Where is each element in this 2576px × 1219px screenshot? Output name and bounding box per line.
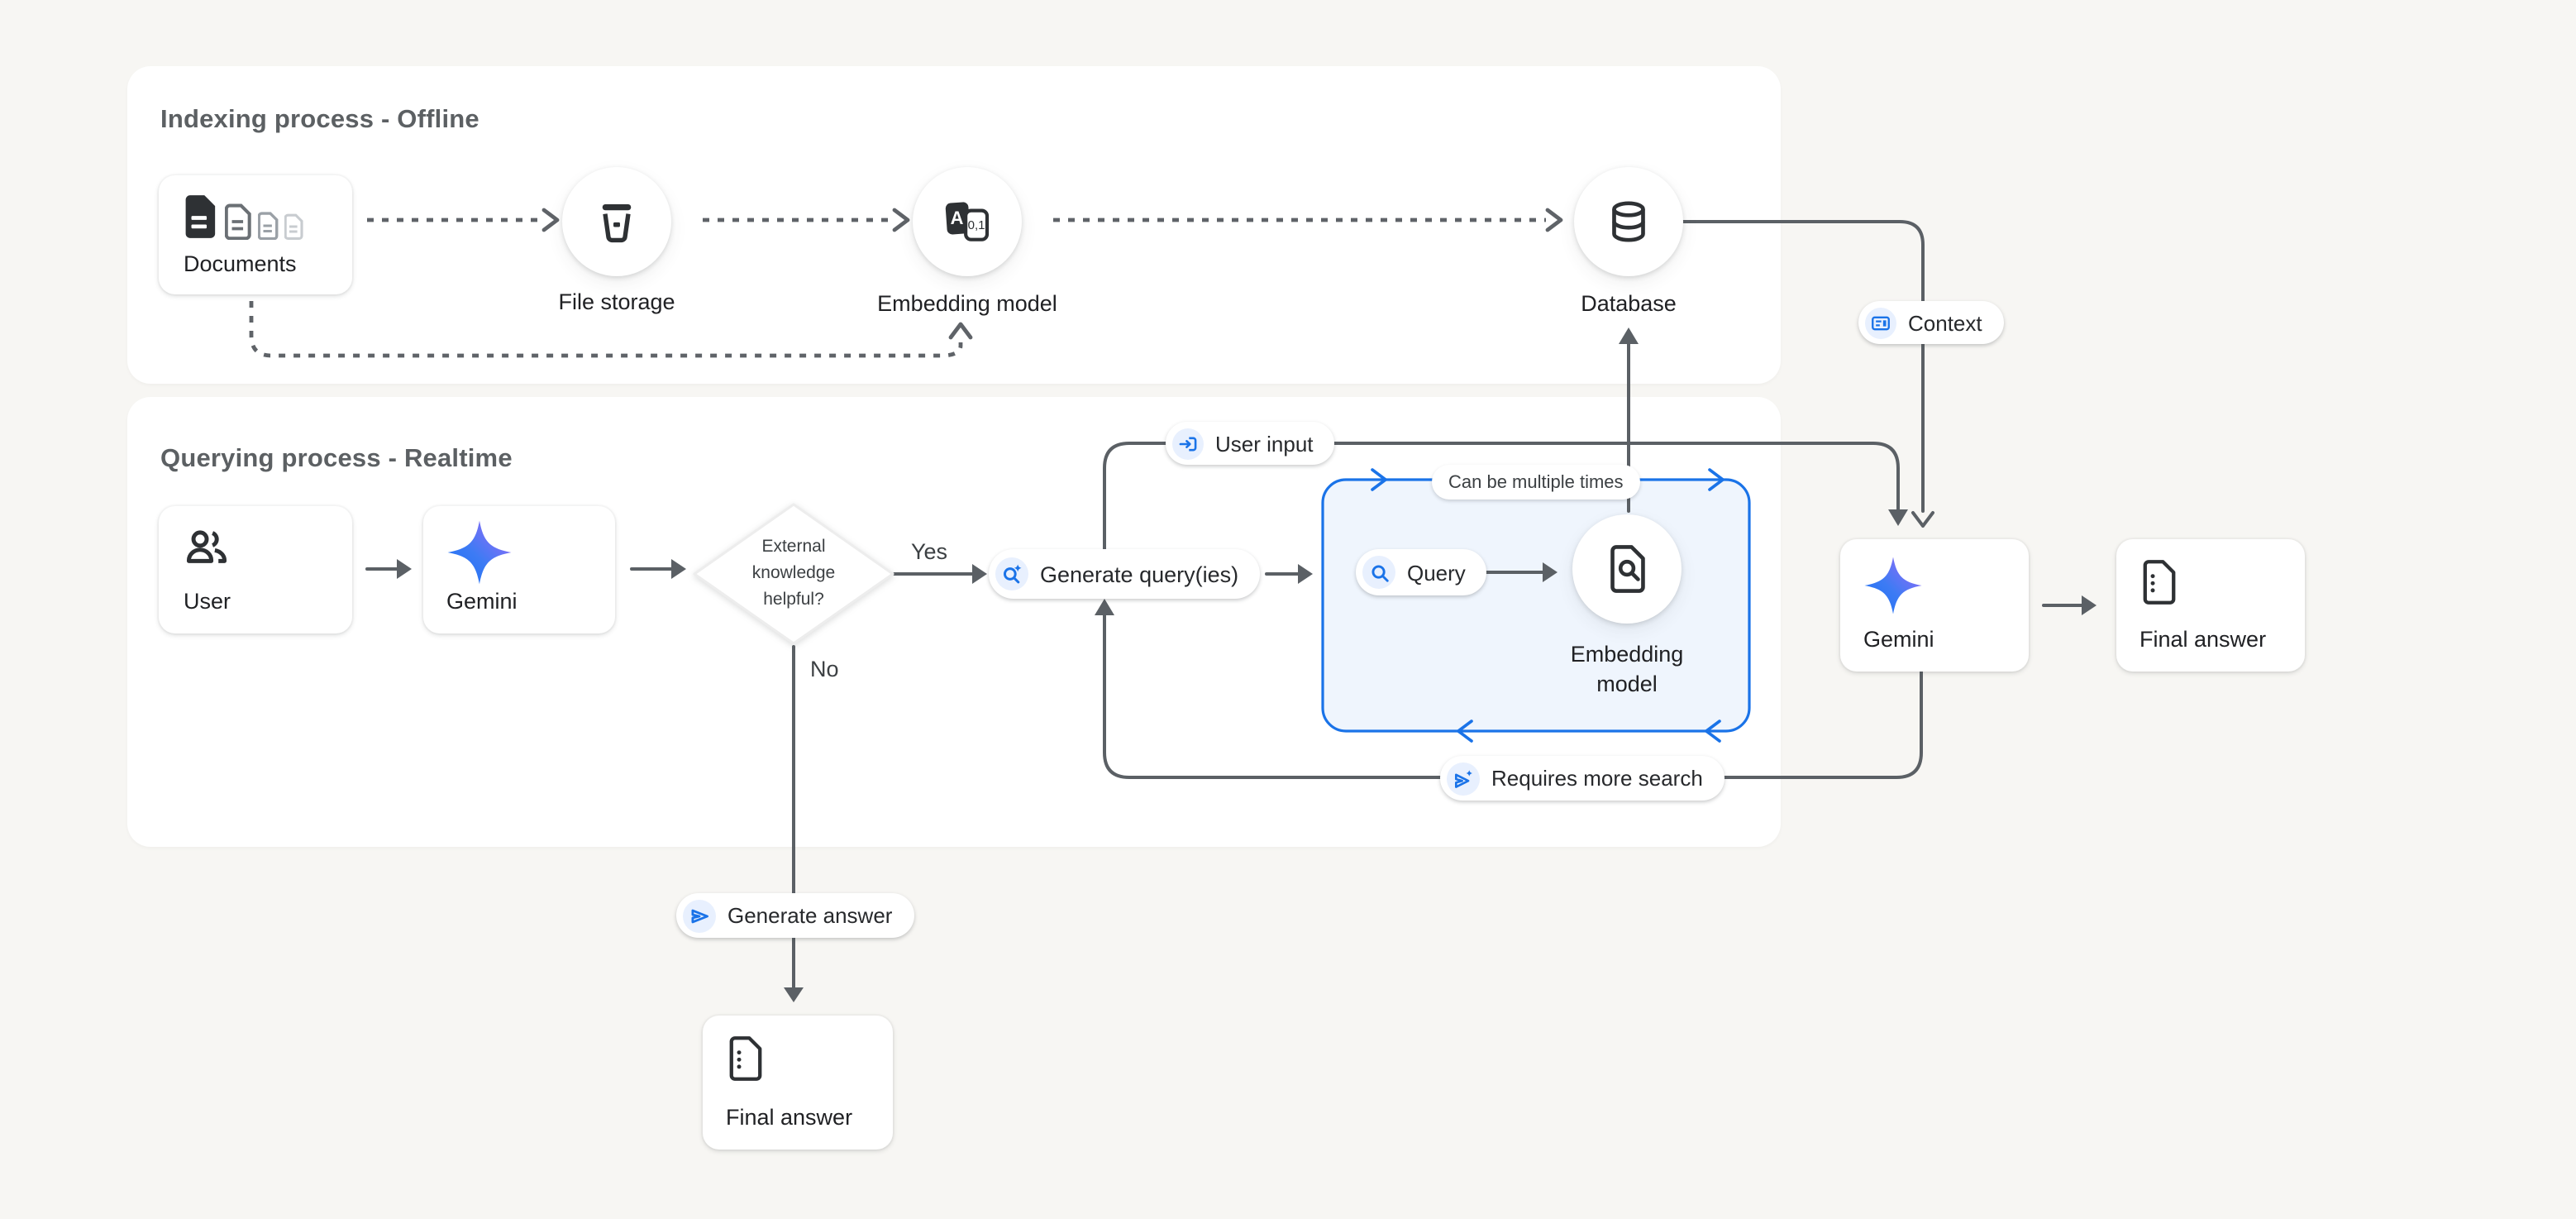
login-icon [1172,428,1204,459]
generate-answer-label: Generate answer [727,903,893,928]
final-answer-right-label: Final answer [2140,627,2267,652]
gemini-star-icon [1864,557,1922,614]
generate-queries-label: Generate query(ies) [1040,562,1239,586]
embedding-model-indexing-node: A 0,1 [913,167,1022,276]
database-label: Database [1581,291,1677,316]
user-label: User [184,589,231,614]
send-spark-icon [1447,762,1480,795]
yes-label: Yes [911,539,948,564]
embedding-model-querying-label: Embedding model [1570,642,1684,696]
file-storage-label: File storage [558,289,675,314]
gemini-star-icon [447,520,512,585]
indexing-panel-title: Indexing process - Offline [160,106,479,134]
context-pill: Context [1858,301,2004,344]
gemini-querying-card: Gemini [423,506,615,633]
file-storage-bucket-icon [602,204,632,243]
file-storage-node [562,167,671,276]
documents-icon [184,194,331,240]
database-node [1574,167,1683,276]
generate-answer-pill: Generate answer [676,893,914,938]
translate-icon: A 0,1 [945,202,990,241]
generate-queries-pill: Generate query(ies) [989,549,1261,599]
users-icon [186,530,227,563]
send-icon [683,899,716,932]
final-answer-bottom-card: Final answer [703,1016,893,1150]
decision-label: External knowledge helpful? [751,536,836,609]
querying-panel-title: Querying process - Realtime [160,445,513,473]
no-label: No [810,657,839,681]
embedding-model-querying-node [1572,514,1682,624]
query-pill: Query [1356,549,1487,595]
document-search-icon [1610,545,1644,593]
user-card: User [159,506,352,633]
user-input-label: User input [1215,431,1314,456]
chevron-down-icon [1911,511,1934,528]
document-icon [2143,560,2176,605]
user-input-pill: User input [1166,422,1335,465]
article-icon [1865,307,1896,338]
context-label: Context [1908,310,1982,335]
gemini-querying-label: Gemini [446,589,518,614]
search-icon [1362,556,1395,589]
gemini-answering-card: Gemini [1840,539,2029,672]
requires-more-search-pill: Requires more search [1440,756,1724,801]
can-be-multiple-times-label: Can be multiple times [1448,472,1624,492]
can-be-multiple-times-pill: Can be multiple times [1432,465,1640,500]
database-cylinder-icon [1612,201,1645,242]
documents-card: Documents [159,175,352,294]
query-label: Query [1407,560,1466,585]
document-icon [729,1036,762,1081]
gemini-answering-label: Gemini [1863,627,1934,652]
embedding-model-indexing-label: Embedding model [877,291,1057,316]
documents-label: Documents [184,251,297,276]
svg-text:A: A [951,208,964,228]
svg-text:0,1: 0,1 [968,218,985,232]
final-answer-right-card: Final answer [2116,539,2305,672]
requires-more-search-label: Requires more search [1491,766,1703,791]
search-spark-icon [995,557,1028,590]
final-answer-bottom-label: Final answer [726,1105,853,1130]
